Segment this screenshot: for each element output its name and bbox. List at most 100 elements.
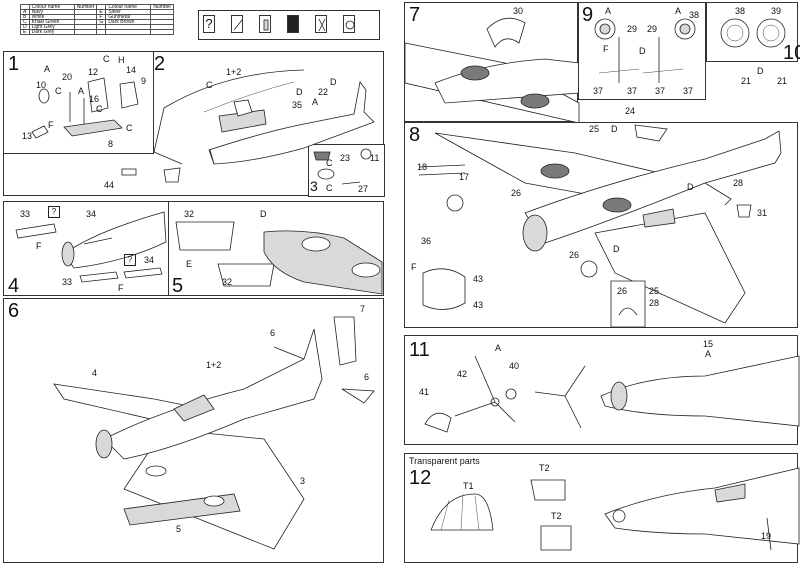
part-label: T1 — [463, 481, 474, 491]
step-8-drawing — [418, 124, 782, 328]
part-label: 22 — [318, 87, 329, 97]
part-label: 34 — [144, 255, 155, 265]
colour-number — [73, 29, 98, 35]
part-label: 35 — [292, 100, 303, 110]
step-11-panel: 11 A 42 40 41 15 A — [404, 335, 800, 445]
part-label: D — [330, 77, 337, 87]
question-icon: ? — [203, 15, 215, 33]
part-label: 8 — [108, 139, 114, 149]
question-icon: ? — [124, 254, 136, 266]
part-label: 41 — [419, 387, 430, 397]
step-number: 3 — [310, 178, 318, 194]
step-10-drawing — [720, 18, 786, 48]
step-number: 1 — [8, 53, 20, 75]
step-number: 11 — [409, 339, 430, 361]
step-12-title: Transparent parts — [409, 456, 480, 466]
part-label: 44 — [104, 180, 115, 190]
part-label: F — [118, 283, 124, 293]
part-label: 26 — [511, 188, 522, 198]
cut-icon — [287, 15, 299, 33]
part-label: 6 — [364, 372, 370, 382]
part-label: D — [611, 124, 618, 134]
symbol-legend: ? — [198, 10, 380, 40]
part-label: 26 — [569, 250, 580, 260]
part-label: 37 — [627, 86, 638, 96]
part-label: H — [118, 55, 125, 65]
step-12-drawing — [430, 467, 800, 551]
part-label: 43 — [473, 300, 484, 310]
colour-table-head: Number — [73, 4, 98, 10]
question-icon: ? — [48, 206, 60, 218]
paint-brush-icon — [231, 15, 243, 33]
step-11-drawing — [424, 355, 800, 433]
colour-table-row: E Dark Grey — [20, 29, 175, 35]
part-label: 27 — [358, 184, 369, 194]
part-label: C — [326, 158, 333, 168]
part-label: 15 — [703, 339, 714, 349]
part-label: 4 — [92, 368, 98, 378]
part-label: A — [495, 343, 502, 353]
part-label: 42 — [457, 369, 468, 379]
part-label: 37 — [683, 86, 694, 96]
part-label: E — [186, 259, 193, 269]
part-label: 1+2 — [226, 67, 242, 77]
part-label: 13 — [22, 131, 33, 141]
part-label: F — [411, 262, 417, 272]
step-number: 10 — [783, 42, 800, 64]
part-label: 21 — [741, 76, 752, 86]
part-label: 32 — [184, 209, 195, 219]
part-label: 7 — [360, 304, 366, 314]
colour-table-head: Colour name — [105, 4, 152, 10]
step-number: 4 — [8, 275, 20, 297]
part-label: T2 — [551, 511, 562, 521]
part-label: C — [206, 80, 213, 90]
step-4-5-drawing — [15, 211, 383, 295]
part-label: 19 — [761, 531, 772, 541]
part-label: A — [312, 97, 319, 107]
part-label: 33 — [62, 277, 73, 287]
colour-table-head: Number — [150, 4, 175, 10]
part-label: 6 — [270, 328, 276, 338]
colour-code: E — [20, 29, 30, 35]
part-label: 32 — [222, 277, 233, 287]
part-label: 38 — [735, 6, 746, 16]
part-label: 18 — [417, 162, 428, 172]
colour-table: Colour name Number Colour name Number A … — [20, 4, 175, 35]
step-1-2-drawing — [31, 69, 375, 185]
part-label: A — [44, 64, 51, 74]
glue-icon — [259, 15, 271, 33]
part-label: D — [639, 46, 646, 56]
colour-number — [150, 29, 175, 35]
part-label: C — [326, 183, 333, 193]
colour-name — [105, 29, 152, 35]
part-label: C — [103, 54, 110, 64]
part-label: A — [705, 349, 712, 359]
part-label: D — [687, 182, 694, 192]
part-label: 21 — [777, 76, 788, 86]
part-label: C — [55, 86, 62, 96]
part-label: A — [605, 6, 612, 16]
part-label: 31 — [757, 208, 768, 218]
part-label: 29 — [647, 24, 658, 34]
step-9-drawing — [594, 18, 696, 83]
step-number: 2 — [154, 53, 166, 75]
part-label: 37 — [655, 86, 666, 96]
part-label: 33 — [20, 209, 31, 219]
part-label: D — [296, 87, 303, 97]
part-label: D — [260, 209, 267, 219]
part-label: 38 — [689, 10, 700, 20]
part-label: 25 — [649, 286, 660, 296]
part-label: 28 — [733, 178, 744, 188]
part-label: 5 — [176, 524, 182, 534]
step-number: 5 — [172, 275, 184, 297]
part-label: A — [675, 6, 682, 16]
part-label: A — [78, 86, 85, 96]
part-label: 36 — [421, 236, 432, 246]
colour-name: Dark Grey — [28, 29, 75, 35]
part-label: D — [757, 66, 764, 76]
colour-code — [96, 29, 107, 35]
colour-table-head: Colour name — [28, 4, 75, 10]
part-label: F — [603, 44, 609, 54]
part-label: 3 — [300, 476, 306, 486]
part-label: 12 — [88, 67, 99, 77]
